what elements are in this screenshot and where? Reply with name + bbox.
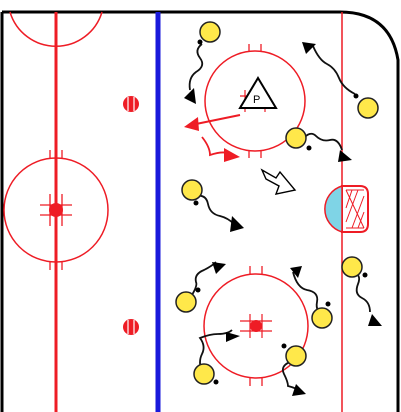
hockey-net-icon [324,184,369,234]
skate-paths [188,43,371,393]
player-bottom-center [193,363,219,385]
center-circle-top [9,11,103,48]
red-skate-path [201,136,240,162]
player-top-left-forward [197,21,221,45]
skate-path-top-right [312,45,356,95]
player-top-right-forward [353,93,379,119]
player-bottom-left [175,287,201,313]
neutral-faceoff-circle [3,150,109,270]
rink-boards [2,10,400,412]
pylon-triangle-icon: P [238,76,278,109]
skate-path-right-wing [351,271,371,313]
pass-arrow [184,114,241,131]
player-bottom-right [311,301,333,329]
player-mid-left [181,179,203,206]
players [175,21,379,385]
skate-path-slot [301,132,343,151]
player-right-wing [341,256,368,278]
player-low-slot [281,343,307,367]
neutral-dot-top [123,96,139,112]
pylon-label: P [253,94,260,106]
skate-path-mid-left [195,194,235,225]
skate-path-top-left [188,43,204,91]
skate-path-bottom-center [198,329,233,373]
hollow-arrow-icon [260,168,297,195]
skate-path-bottom-left [189,261,217,299]
player-slot-top [285,127,312,151]
neutral-dot-bottom [123,319,139,335]
skate-arrowheads [184,42,382,396]
bottom-faceoff-circle [203,266,309,386]
